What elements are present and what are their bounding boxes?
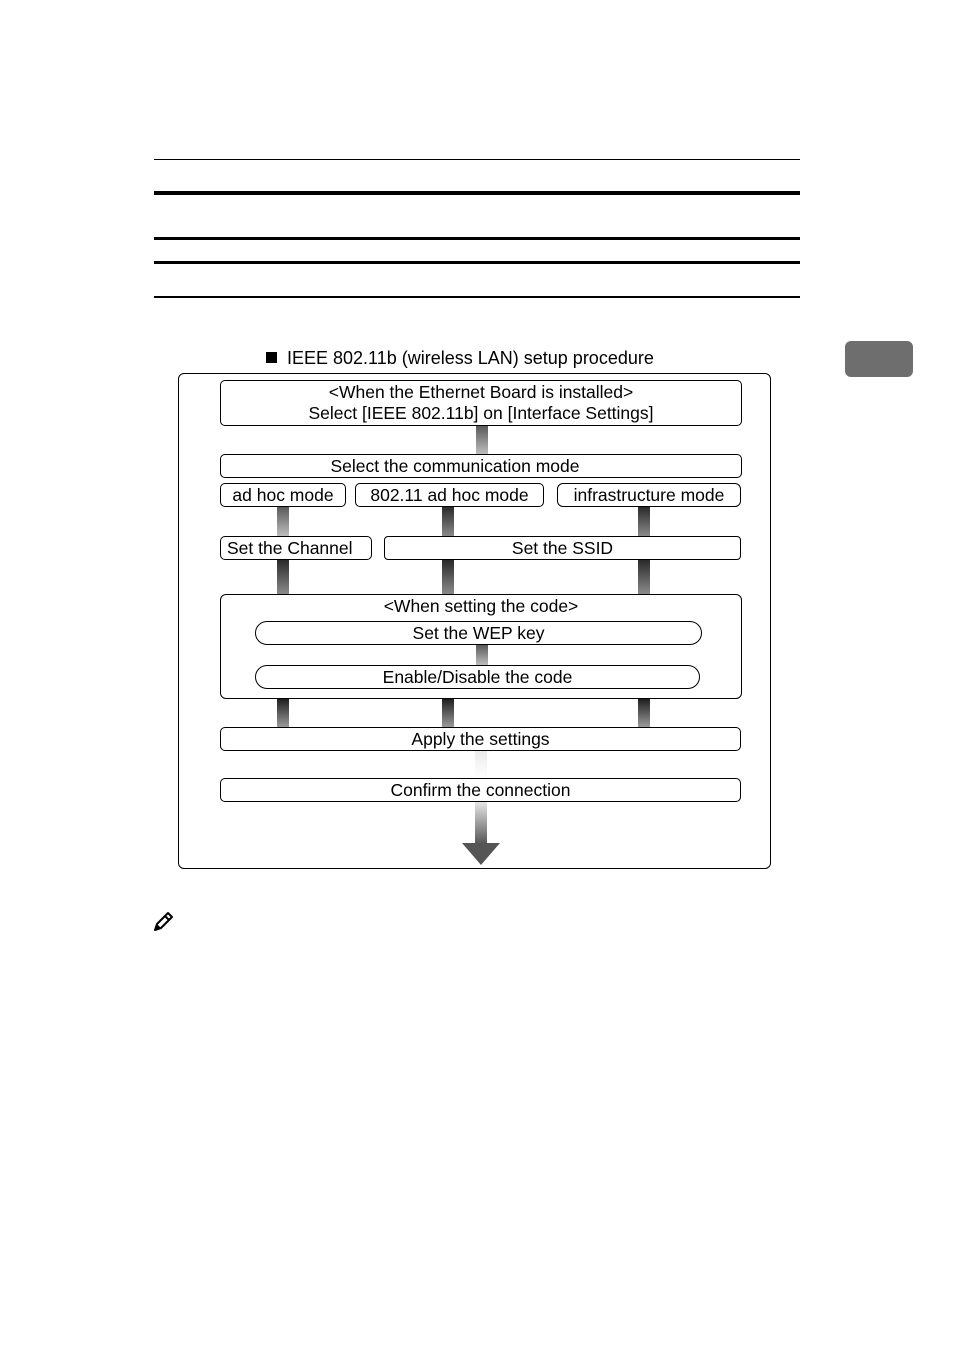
step-set-wep-key-label: Set the WEP key <box>412 622 545 643</box>
diagram-frame <box>178 373 771 869</box>
step-set-ssid-label: Set the SSID <box>511 537 614 558</box>
note-pencil-icon <box>154 912 173 931</box>
diagram-caption: IEEE 802.11b (wireless LAN) setup proced… <box>266 346 654 370</box>
step-enable-disable-code-label: Enable/Disable the code <box>382 666 573 687</box>
connector <box>277 507 289 536</box>
step-ethernet-line1: <When the Ethernet Board is installed> <box>328 382 634 402</box>
mode-80211-adhoc-label: 802.11 ad hoc mode <box>370 484 529 505</box>
connector <box>638 507 650 536</box>
connector <box>442 507 454 536</box>
step-set-channel-label: Set the Channel <box>227 537 353 558</box>
step-set-channel: Set the Channel <box>220 536 372 560</box>
connector <box>638 698 650 727</box>
connector <box>476 645 488 665</box>
connector <box>475 751 487 778</box>
step-set-wep-key: Set the WEP key <box>255 621 702 645</box>
step-enable-disable-code: Enable/Disable the code <box>255 665 700 689</box>
step-ethernet-board: <When the Ethernet Board is installed> S… <box>220 380 742 426</box>
connector <box>476 426 488 454</box>
section-rule-3 <box>154 296 800 298</box>
step-select-mode: Select the communication mode <box>220 454 742 478</box>
section-rule-1 <box>154 237 800 240</box>
mode-adhoc: ad hoc mode <box>220 483 346 507</box>
step-apply-settings: Apply the settings <box>220 727 741 751</box>
step-confirm-connection-label: Confirm the connection <box>390 779 571 800</box>
step-ethernet-line2: Select [IEEE 802.11b] on [Interface Sett… <box>308 403 654 423</box>
square-bullet-icon <box>266 352 277 363</box>
mode-infrastructure-label: infrastructure mode <box>573 484 725 505</box>
section-rule-2 <box>154 261 800 264</box>
down-arrow-icon <box>462 802 500 865</box>
step-confirm-connection: Confirm the connection <box>220 778 741 802</box>
caption-text: IEEE 802.11b (wireless LAN) setup proced… <box>287 348 654 368</box>
connector <box>277 560 289 594</box>
top-thin-rule <box>154 159 800 160</box>
connector <box>638 560 650 594</box>
code-group-title: <When setting the code> <box>383 596 579 616</box>
step-apply-settings-label: Apply the settings <box>411 728 550 749</box>
chapter-tab <box>845 341 913 377</box>
mode-infrastructure: infrastructure mode <box>557 483 741 507</box>
mode-80211-adhoc: 802.11 ad hoc mode <box>355 483 544 507</box>
connector <box>442 560 454 594</box>
title-thick-rule <box>154 191 800 195</box>
connector <box>277 698 289 727</box>
connector <box>442 698 454 727</box>
step-select-mode-label: Select the communication mode <box>330 455 580 476</box>
step-set-ssid: Set the SSID <box>384 536 741 560</box>
mode-adhoc-label: ad hoc mode <box>232 484 334 505</box>
